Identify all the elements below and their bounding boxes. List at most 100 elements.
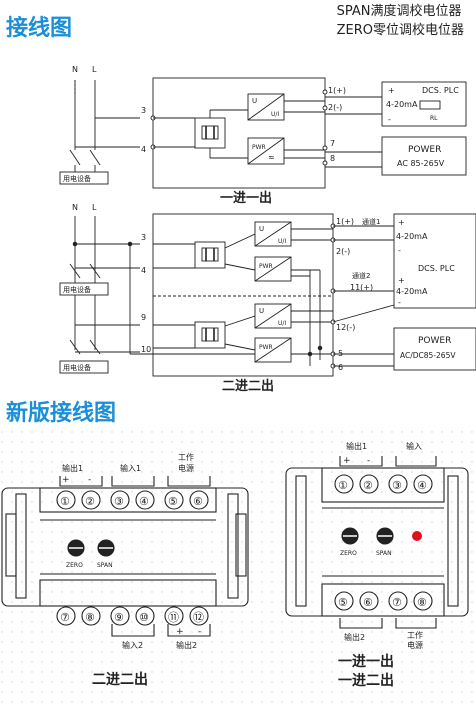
d2-minus1: - bbox=[398, 246, 401, 255]
svg-text:≈: ≈ bbox=[268, 153, 275, 162]
d2-caption: 二进二出 bbox=[222, 378, 274, 394]
zero-note: ZERO零位调校电位器 bbox=[336, 23, 464, 38]
d1-pwr: PWR bbox=[252, 144, 266, 151]
d2-t12: 12(-) bbox=[336, 323, 355, 332]
ma-term-12: ⑫ bbox=[193, 611, 204, 624]
mb-term-4: ④ bbox=[417, 479, 427, 492]
d2-device1-label: 用电设备 bbox=[63, 285, 91, 294]
d2-ma2: 4-20mA bbox=[396, 287, 428, 296]
span-note: SPAN满度调校电位器 bbox=[336, 4, 462, 19]
ma-zero-label: ZERO bbox=[66, 562, 83, 569]
mb-work1: 工作 bbox=[407, 630, 423, 640]
d1-t8: 8 bbox=[330, 154, 335, 163]
ma-term-7: ⑦ bbox=[60, 611, 70, 624]
d2-dcs-label: DCS. PLC bbox=[418, 264, 455, 273]
mb-span-label: SPAN bbox=[376, 550, 392, 557]
ma-term-6: ⑥ bbox=[193, 495, 203, 508]
mb-in: 输入 bbox=[406, 441, 422, 451]
mb-caption-2: 一进二出 bbox=[338, 672, 394, 689]
mb-work2: 电源 bbox=[407, 640, 423, 650]
d1-t2: 2(-) bbox=[328, 103, 342, 112]
ma-in2: 输入2 bbox=[122, 640, 143, 650]
d1-plus: + bbox=[388, 86, 395, 95]
d2-t6: 6 bbox=[338, 363, 343, 372]
d1-u: U bbox=[252, 97, 257, 105]
ma-minus: - bbox=[88, 475, 91, 485]
d1-caption: 一进一出 bbox=[220, 190, 272, 206]
d1-l-label: L bbox=[92, 65, 97, 74]
d1-t4: 4 bbox=[141, 145, 146, 154]
module-one-in-one-out: 输出1 输入 + - ① ② ③ ④ ⑤ ⑥ ⑦ ⑧ ZERO SPAN bbox=[285, 441, 469, 650]
ma-bottom-minus: - bbox=[198, 627, 201, 637]
mb-term-1: ① bbox=[338, 479, 348, 492]
d2-t2: 2(-) bbox=[336, 247, 350, 256]
page-title: 接线图 bbox=[6, 16, 73, 41]
d2-t11: 11(+) bbox=[350, 283, 373, 292]
ma-term-5: ⑤ bbox=[168, 495, 178, 508]
ma-work2: 电源 bbox=[178, 463, 194, 473]
d2-dcs-box bbox=[393, 213, 476, 309]
d2-power-label: POWER bbox=[418, 336, 451, 346]
ma-term-10: ⑩ bbox=[139, 611, 149, 624]
d2-ac-label: AC/DC85-265V bbox=[400, 351, 456, 360]
d2-ch1: 通道1 bbox=[362, 217, 380, 226]
ma-term-3: ③ bbox=[114, 495, 124, 508]
potentiometer-legend: SPAN满度调校电位器 ZERO零位调校电位器 bbox=[337, 2, 464, 40]
new-section-title: 新版接线图 bbox=[6, 401, 117, 426]
ma-top-terminals bbox=[56, 490, 209, 626]
d2-t5: 5 bbox=[338, 349, 343, 358]
d1-dcs-box bbox=[381, 81, 467, 127]
d1-power-box bbox=[381, 136, 467, 176]
d1-power-label: POWER bbox=[408, 145, 441, 155]
d2-ui1: U/I bbox=[278, 238, 286, 245]
d2-t9: 9 bbox=[141, 313, 146, 322]
d1-device-label: 用电设备 bbox=[63, 174, 91, 183]
d2-u2: U bbox=[259, 307, 264, 315]
ma-term-1: ① bbox=[60, 495, 70, 508]
ma-term-11: ⑪ bbox=[168, 611, 179, 624]
mb-out1: 输出1 bbox=[346, 441, 367, 451]
d1-t7: 7 bbox=[330, 139, 335, 148]
d1-rl: RL bbox=[430, 115, 438, 122]
mb-out2: 输出2 bbox=[344, 632, 365, 642]
mb-zero-label: ZERO bbox=[340, 550, 357, 557]
ma-work1: 工作 bbox=[178, 452, 194, 462]
mb-term-7: ⑦ bbox=[392, 596, 402, 609]
d2-power-box bbox=[393, 327, 476, 371]
mb-term-3: ③ bbox=[392, 479, 402, 492]
mb-term-6: ⑥ bbox=[363, 596, 373, 609]
d2-device2-label: 用电设备 bbox=[63, 363, 91, 372]
mb-led-indicator bbox=[412, 531, 422, 541]
d2-module-box bbox=[152, 213, 334, 377]
diagram-two-in-two-out: N L 用电设备 用电设备 3 4 9 10 bbox=[59, 203, 476, 377]
ma-bottom-plus: + bbox=[176, 627, 184, 637]
d1-ui: U/I bbox=[271, 111, 279, 118]
mb-plus: + bbox=[343, 456, 351, 466]
d2-minus2: - bbox=[398, 298, 401, 307]
d1-dcs-label: DCS. PLC bbox=[422, 86, 459, 95]
d1-ma: 4-20mA bbox=[386, 100, 418, 109]
ma-term-2: ② bbox=[85, 495, 95, 508]
d2-t10: 10 bbox=[141, 345, 151, 354]
d1-minus: - bbox=[388, 115, 391, 124]
d2-l-label: L bbox=[92, 203, 97, 212]
ma-in1: 输入1 bbox=[120, 463, 141, 473]
ma-term-8: ⑧ bbox=[85, 611, 95, 624]
ma-span-label: SPAN bbox=[97, 562, 113, 569]
d2-ui2: U/I bbox=[278, 320, 286, 327]
mb-terminals bbox=[334, 474, 433, 611]
d1-t1: 1(+) bbox=[328, 86, 346, 95]
ma-term-4: ④ bbox=[139, 495, 149, 508]
d2-t1: 1(+) bbox=[336, 217, 354, 226]
module-two-in-two-out: 输出1 输入1 工作 电源 + - ① ② ③ ④ ⑤ ⑥ bbox=[1, 452, 249, 650]
ma-term-9: ⑨ bbox=[114, 611, 124, 624]
d2-u1: U bbox=[259, 225, 264, 233]
d1-module-box bbox=[152, 77, 326, 189]
mb-term-8: ⑧ bbox=[417, 596, 427, 609]
d2-t4: 4 bbox=[141, 266, 146, 275]
d2-pwr1: PWR bbox=[259, 263, 273, 270]
d2-plus1: + bbox=[398, 218, 405, 227]
mb-minus: - bbox=[367, 456, 370, 466]
d2-ma1: 4-20mA bbox=[396, 232, 428, 241]
